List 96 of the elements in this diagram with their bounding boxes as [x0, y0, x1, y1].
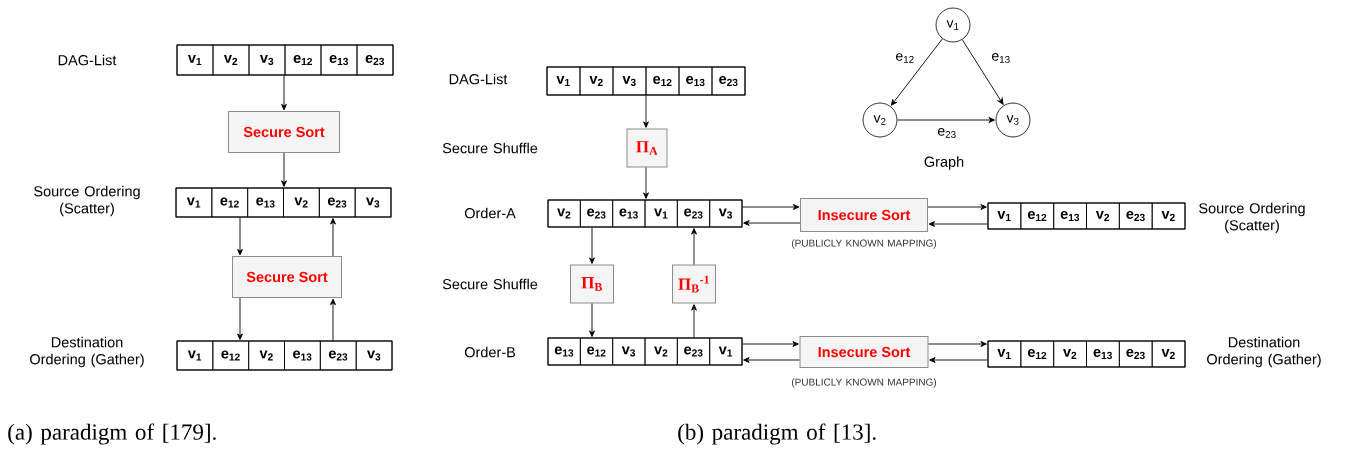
array-cell: e$_{23}$	[356, 44, 394, 76]
arrow	[281, 152, 287, 187]
array-cell: e$_{13}$	[320, 44, 358, 76]
array-cell: e$_{13}$	[284, 340, 321, 371]
process-box: Secure Sort	[232, 256, 342, 298]
array-cell: v$_{2}$	[212, 44, 250, 76]
array-cell: v$_{2}$	[1086, 202, 1120, 230]
array-cell: v$_{3}$	[709, 199, 743, 228]
arrow	[330, 218, 336, 257]
array-cell: e$_{23}$	[676, 337, 711, 366]
arrow	[928, 221, 988, 227]
process-box: Insecure Sort	[799, 336, 929, 368]
array-cell: e$_{12}$	[1020, 202, 1055, 230]
array-cell: v$_{3}$	[248, 44, 286, 76]
array-cell: v$_{2}$	[1151, 202, 1186, 230]
array-cell: v$_{1}$	[176, 44, 214, 76]
arrow	[281, 75, 287, 111]
array-cell: v$_{1}$	[644, 199, 678, 228]
edge-label: e$_{12}$	[894, 52, 916, 64]
array-cell: e$_{13}$	[547, 337, 581, 366]
array-cell: v$_{3}$	[354, 187, 392, 218]
arrow	[742, 204, 800, 210]
arrow	[589, 303, 595, 337]
arrow	[742, 341, 799, 347]
array-cell: v$_{2}$	[547, 199, 581, 228]
array-cell: v$_{1}$	[176, 340, 214, 371]
array-cell: e$_{23}$	[1118, 202, 1153, 230]
edge-label: e$_{23}$	[936, 127, 958, 139]
array-cell: e$_{23}$	[676, 199, 711, 228]
array-cell: e$_{23}$	[711, 66, 746, 96]
array-cell: v$_{1}$	[709, 337, 743, 366]
array-cell: e$_{23}$	[1118, 340, 1153, 368]
row-label: Secure Shuffle	[442, 142, 538, 154]
mapping-note: (PUBLICLY KNOWN MAPPING)	[791, 378, 937, 388]
process-box: Secure Sort	[228, 111, 340, 153]
arrow	[928, 341, 987, 347]
row-label: DAG-List	[58, 54, 117, 66]
arrow	[743, 220, 801, 226]
arrow	[691, 228, 697, 265]
process-box: Π$_{B}$-1	[672, 264, 716, 304]
array-cell: v$_{3}$	[355, 340, 393, 371]
arrow	[589, 226, 595, 264]
arrow	[237, 216, 243, 256]
array-cell: e$_{23}$	[319, 340, 357, 371]
arrow	[890, 38, 943, 106]
array-cell: e$_{12}$	[212, 340, 250, 371]
subfigure-caption: (a) paradigm of [179].	[8, 423, 216, 445]
array-cell: e$_{12}$	[1020, 340, 1055, 368]
array-cell: v$_{3}$	[612, 337, 646, 366]
array-cell: v$_{2}$	[579, 66, 614, 96]
mapping-note: (PUBLICLY KNOWN MAPPING)	[791, 239, 937, 249]
row-label: Order-B	[464, 346, 515, 358]
array-cell: e$_{13}$	[1053, 202, 1087, 230]
array-cell: e$_{12}$	[284, 44, 322, 76]
array-cell: v$_{2}$	[1151, 340, 1186, 368]
row-label: Destination Ordering (Gather)	[1207, 336, 1321, 368]
graph-label: Graph	[924, 156, 964, 170]
row-label: Order-A	[464, 207, 516, 219]
array-cell: v$_{2}$	[1053, 340, 1087, 368]
process-box: Π$_{A}$	[626, 128, 668, 168]
arrow	[643, 95, 649, 128]
arrow	[743, 357, 800, 363]
arrow	[927, 204, 987, 210]
row-label: Destination Ordering (Gather)	[30, 336, 144, 368]
arrow	[237, 297, 243, 340]
edge-label: e$_{13}$	[990, 52, 1012, 64]
array-cell: v$_{2}$	[283, 187, 320, 218]
array-cell: e$_{23}$	[318, 187, 356, 218]
array-cell: e$_{13}$	[1086, 340, 1120, 368]
arrow	[896, 117, 995, 123]
arrow	[961, 39, 1004, 105]
array-cell: e$_{23}$	[579, 199, 614, 228]
row-label: Source Ordering (Scatter)	[34, 185, 140, 217]
array-cell: e$_{12}$	[579, 337, 614, 366]
array-cell: v$_{1}$	[987, 340, 1022, 368]
array-cell: e$_{12}$	[645, 66, 680, 96]
arrow	[643, 167, 649, 199]
subfigure-caption: (b) paradigm of [13].	[678, 423, 876, 445]
array-cell: e$_{13}$	[678, 66, 713, 96]
arrow	[330, 298, 336, 342]
process-box: Π$_{B}$	[570, 264, 614, 304]
array-cell: v$_{2}$	[644, 337, 678, 366]
array-cell: v$_{1}$	[175, 187, 213, 218]
array-cell: e$_{13}$	[247, 187, 284, 218]
arrow	[691, 304, 697, 339]
array-cell: v$_{2}$	[248, 340, 285, 371]
array-cell: v$_{1}$	[546, 66, 581, 96]
array-cell: v$_{1}$	[987, 202, 1022, 230]
process-box: Insecure Sort	[800, 198, 928, 232]
row-label: DAG-List	[449, 73, 508, 85]
row-label: Secure Shuffle	[442, 278, 538, 290]
arrow	[929, 357, 988, 363]
row-label: Source Ordering (Scatter)	[1199, 202, 1305, 234]
array-cell: e$_{13}$	[612, 199, 646, 228]
array-cell: e$_{12}$	[211, 187, 249, 218]
array-cell: v$_{3}$	[612, 66, 647, 96]
